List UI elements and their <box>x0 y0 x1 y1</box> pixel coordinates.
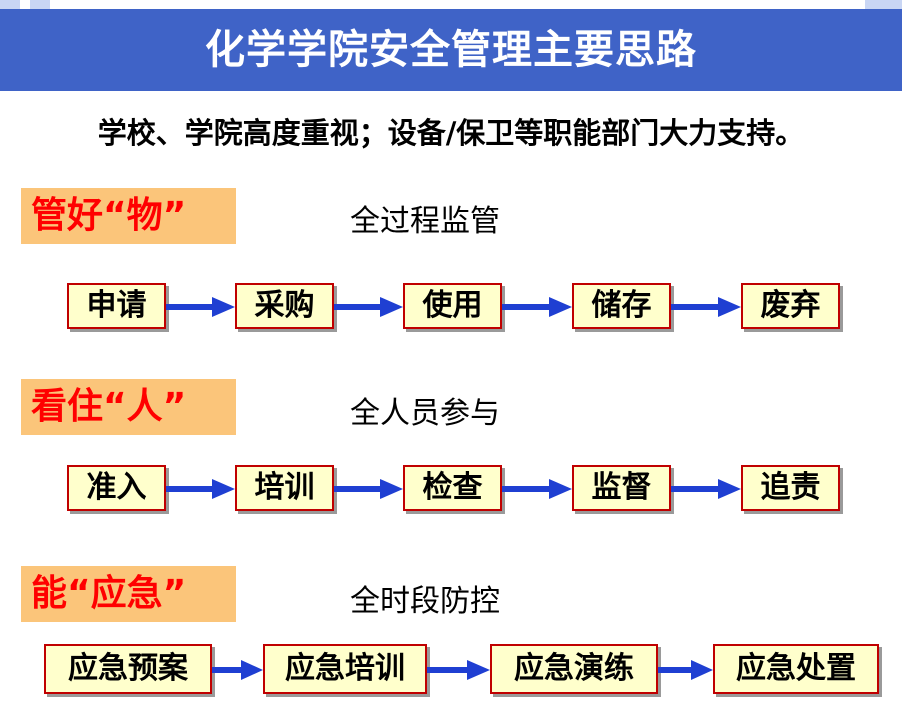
flow-arrow <box>671 297 741 317</box>
flow-arrow <box>212 660 263 680</box>
flow-step: 应急培训 <box>263 644 427 694</box>
section-note-things: 全过程监管 <box>350 204 500 239</box>
flow-step: 废弃 <box>741 283 840 329</box>
flow-step: 应急处置 <box>713 644 879 694</box>
flow-arrow <box>166 479 235 499</box>
flow-step: 储存 <box>572 283 671 329</box>
flow-arrow <box>427 660 490 680</box>
title-bar <box>0 9 902 91</box>
flow-arrow <box>502 297 572 317</box>
flow-step: 申请 <box>67 283 166 329</box>
flow-step: 准入 <box>67 465 166 511</box>
page-title: 化学学院安全管理主要思路 <box>205 27 697 73</box>
section-note-people: 全人员参与 <box>350 396 500 431</box>
section-note-emergency: 全时段防控 <box>350 584 500 619</box>
flow-step: 应急演练 <box>490 644 658 694</box>
flow-arrow <box>334 297 403 317</box>
flow-step: 追责 <box>741 465 840 511</box>
corner-decoration-right <box>865 0 902 9</box>
flow-step: 培训 <box>235 465 334 511</box>
flow-step: 检查 <box>403 465 502 511</box>
flow-step: 使用 <box>403 283 502 329</box>
section-label-emergency: 能“应急” <box>21 566 236 622</box>
flow-arrow <box>166 297 235 317</box>
flow-step: 采购 <box>235 283 334 329</box>
section-label-things: 管好“物” <box>21 188 236 244</box>
flow-arrow <box>334 479 403 499</box>
section-label-people: 看住“人” <box>21 379 236 435</box>
subtitle: 学校、学院高度重视；设备/保卫等职能部门大力支持。 <box>97 116 805 150</box>
flow-step: 应急预案 <box>44 644 212 694</box>
flow-arrow <box>502 479 572 499</box>
flow-arrow <box>658 660 713 680</box>
flow-step: 监督 <box>572 465 671 511</box>
flow-arrow <box>671 479 741 499</box>
